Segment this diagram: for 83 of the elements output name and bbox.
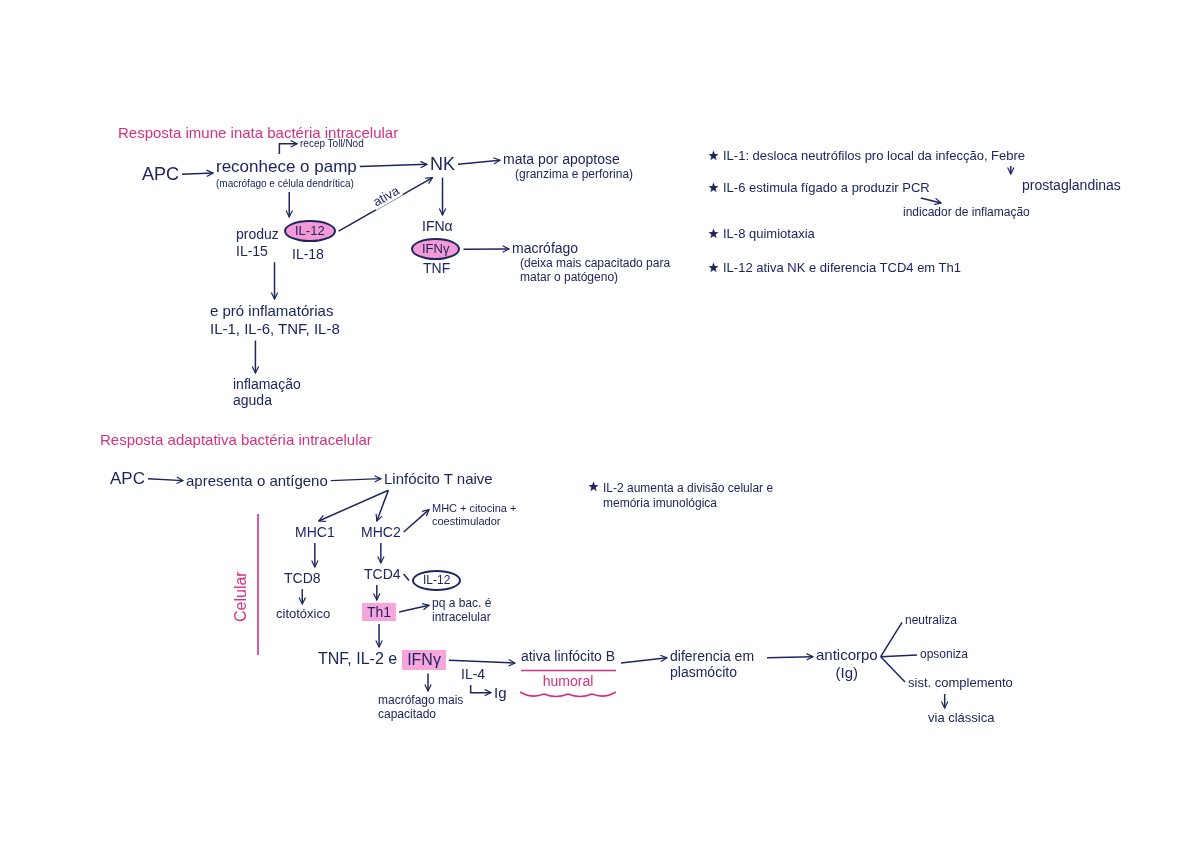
node-text: NK	[430, 154, 455, 175]
note-text: IL-2 aumenta a divisão celular e memória imunológica	[603, 481, 775, 511]
arrow	[181, 169, 214, 178]
side-note: (macrófago e célula dendrítica)	[216, 177, 354, 190]
arrow	[398, 602, 430, 613]
arrow	[375, 623, 383, 648]
node-text: e pró inflamatórias	[210, 302, 334, 320]
cytokine-oval: IFNγ	[411, 238, 461, 261]
node-text: macrófago	[512, 240, 579, 257]
node-text: inflamação aguda	[233, 376, 302, 409]
node-text: IL-15	[236, 243, 268, 260]
arrow	[298, 588, 307, 605]
arrow	[462, 245, 510, 253]
node-text: apresenta o antígeno	[186, 472, 328, 490]
node-text: diferencia em plasmócito	[670, 648, 756, 681]
node-text: citotóxico	[276, 607, 331, 622]
node-text: TCD4	[364, 566, 401, 583]
arrow	[457, 157, 501, 166]
node-text: MHC2	[361, 524, 401, 541]
node-text: neutraliza	[905, 614, 958, 628]
note-text: IL-6 estimula fígado a produzir PCR	[723, 180, 930, 195]
arrow	[377, 542, 385, 564]
node-text: TNF	[423, 260, 451, 277]
node-text: IFNα	[422, 218, 453, 235]
arrow	[1007, 165, 1015, 175]
node-text: TNF, IL-2 e	[318, 650, 398, 669]
node-text: macrófago mais capacitado	[378, 694, 465, 722]
side-note: IL-18	[292, 246, 324, 264]
node-text: IL-1, IL-6, TNF, IL-8	[210, 320, 340, 338]
arrow	[359, 160, 428, 169]
section-label: Celular	[232, 571, 250, 622]
arrow	[285, 191, 294, 218]
note-text: IL-12 ativa NK e diferencia TCD4 em Th1	[723, 260, 961, 275]
arrow	[402, 508, 430, 533]
arrow	[448, 659, 516, 667]
cytokine-oval: IL-12	[284, 220, 336, 243]
node-text: MHC + citocina + coestimulador	[432, 502, 518, 528]
node-text: MHC1	[295, 524, 335, 541]
node-text: mata por apoptose	[503, 151, 620, 168]
node-text: pq a bac. é intracelular	[432, 597, 493, 625]
node-text: ativa linfócito B	[520, 648, 616, 665]
note-text: IL-8 quimiotaxia	[723, 226, 815, 241]
node-text: humoral	[542, 673, 594, 690]
arrow	[270, 261, 279, 300]
node-text: sist. complemento	[908, 676, 1013, 691]
node-text: anticorpo	[816, 646, 878, 664]
node-text: prostaglandinas	[1022, 177, 1121, 194]
node-text: IL-4	[461, 666, 486, 683]
node-text: TCD8	[284, 570, 321, 587]
node-text: reconhece o pamp	[216, 157, 357, 177]
arrow	[766, 653, 814, 661]
node-text: APC	[110, 469, 145, 489]
node-text: APC	[142, 164, 179, 185]
arrow	[311, 542, 319, 568]
highlighted-label: Th1	[362, 603, 397, 622]
arrow	[330, 475, 382, 483]
arrow	[940, 693, 949, 709]
note-text: IL-1: desloca neutrófilos pro local da infecção, Febre	[723, 148, 1026, 163]
arrow	[424, 672, 432, 692]
note-text: (deixa mais capacitado para matar o patógeno)	[519, 257, 672, 285]
arrow	[469, 684, 492, 697]
arrow	[147, 476, 184, 485]
arrow	[920, 197, 942, 206]
arrow	[318, 489, 390, 522]
section-heading: Resposta imune inata bactéria intracelular	[118, 124, 399, 141]
arrow	[251, 339, 260, 374]
cytokine-oval: IL-12	[412, 570, 462, 592]
note-text: (granzima e perforina)	[514, 168, 634, 182]
node-text: indicador de inflamação	[903, 206, 1030, 220]
arrow	[620, 654, 668, 664]
node-text: produz	[236, 226, 279, 243]
node-text: Linfócito T naive	[384, 470, 493, 488]
arrow	[373, 584, 381, 601]
node-text: via clássica	[928, 711, 995, 726]
node-text: (Ig)	[835, 664, 859, 682]
highlighted-label: IFNγ	[402, 650, 446, 671]
arrow	[278, 139, 298, 155]
arrow	[375, 489, 390, 522]
node-text: opsoniza	[920, 648, 969, 662]
arrow	[438, 176, 447, 216]
node-text: recep Toll/Nod	[300, 138, 364, 150]
section-heading: Resposta adaptativa bactéria intracelular	[100, 431, 372, 448]
node-text: Ig	[494, 684, 507, 702]
